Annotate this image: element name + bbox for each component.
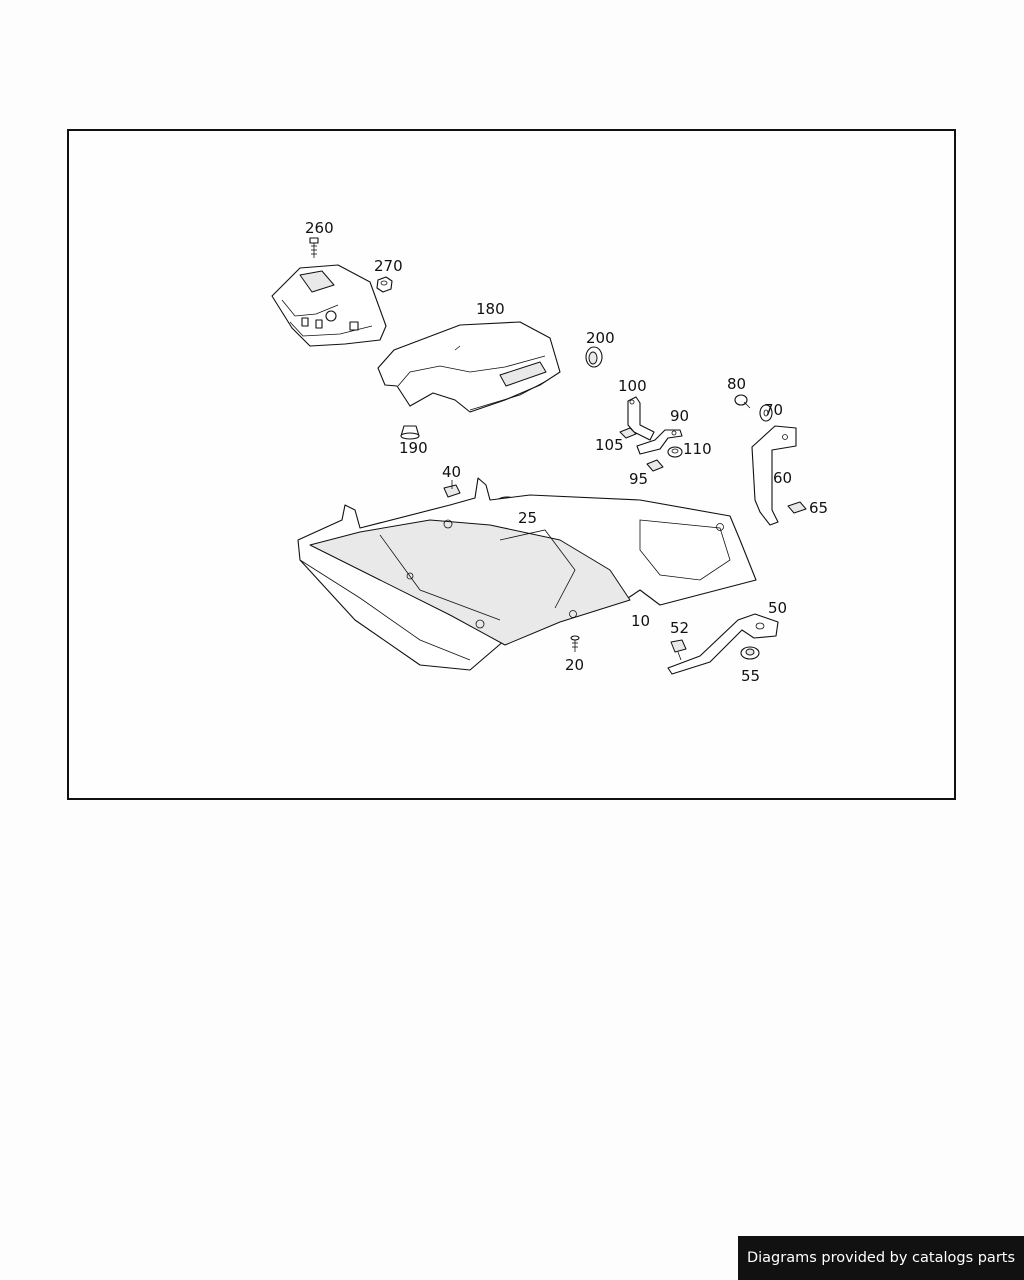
- callout-110: 110: [683, 440, 712, 458]
- engine-cover-module[interactable]: [271, 264, 387, 347]
- callout-190: 190: [399, 439, 428, 457]
- part-105-clip[interactable]: [619, 427, 637, 439]
- part-50-bracket[interactable]: [667, 613, 779, 675]
- part-70-spacer[interactable]: [759, 404, 773, 422]
- part-65-clip[interactable]: [787, 501, 807, 514]
- footer-credit: Diagrams provided by catalogs parts: [738, 1236, 1024, 1280]
- part-90-bracket[interactable]: [636, 429, 683, 455]
- part-95-clip[interactable]: [646, 459, 664, 472]
- part-55-grommet[interactable]: [740, 646, 760, 660]
- part-200-grommet[interactable]: [585, 346, 603, 368]
- callout-200: 200: [586, 329, 615, 347]
- part-20-bolt[interactable]: [570, 635, 580, 652]
- callout-60: 60: [773, 469, 792, 487]
- part-60-bracket[interactable]: [751, 425, 797, 526]
- part-52-clip[interactable]: [670, 639, 687, 661]
- callout-40: 40: [442, 463, 461, 481]
- callout-55: 55: [741, 667, 760, 685]
- diagram-frame: [67, 129, 956, 800]
- callout-52: 52: [670, 619, 689, 637]
- callout-50: 50: [768, 599, 787, 617]
- callout-65: 65: [809, 499, 828, 517]
- callout-25: 25: [518, 509, 537, 527]
- part-10-underbody-guard[interactable]: [297, 477, 757, 671]
- callout-70: 70: [764, 401, 783, 419]
- part-80-bolt[interactable]: [734, 394, 751, 409]
- callout-260: 260: [305, 219, 334, 237]
- callout-90: 90: [670, 407, 689, 425]
- callout-20: 20: [565, 656, 584, 674]
- part-110-nut[interactable]: [667, 446, 683, 458]
- callout-80: 80: [727, 375, 746, 393]
- part-270-nut[interactable]: [376, 276, 393, 293]
- part-40-bolt[interactable]: [443, 480, 461, 498]
- part-180-cover-panel[interactable]: [377, 321, 561, 413]
- part-100-bracket[interactable]: [627, 396, 655, 441]
- part-190-mount[interactable]: [400, 425, 420, 440]
- callout-10: 10: [631, 612, 650, 630]
- part-260-bolt[interactable]: [309, 237, 319, 258]
- callout-180: 180: [476, 300, 505, 318]
- callout-95: 95: [629, 470, 648, 488]
- callout-100: 100: [618, 377, 647, 395]
- callout-270: 270: [374, 257, 403, 275]
- callout-105: 105: [595, 436, 624, 454]
